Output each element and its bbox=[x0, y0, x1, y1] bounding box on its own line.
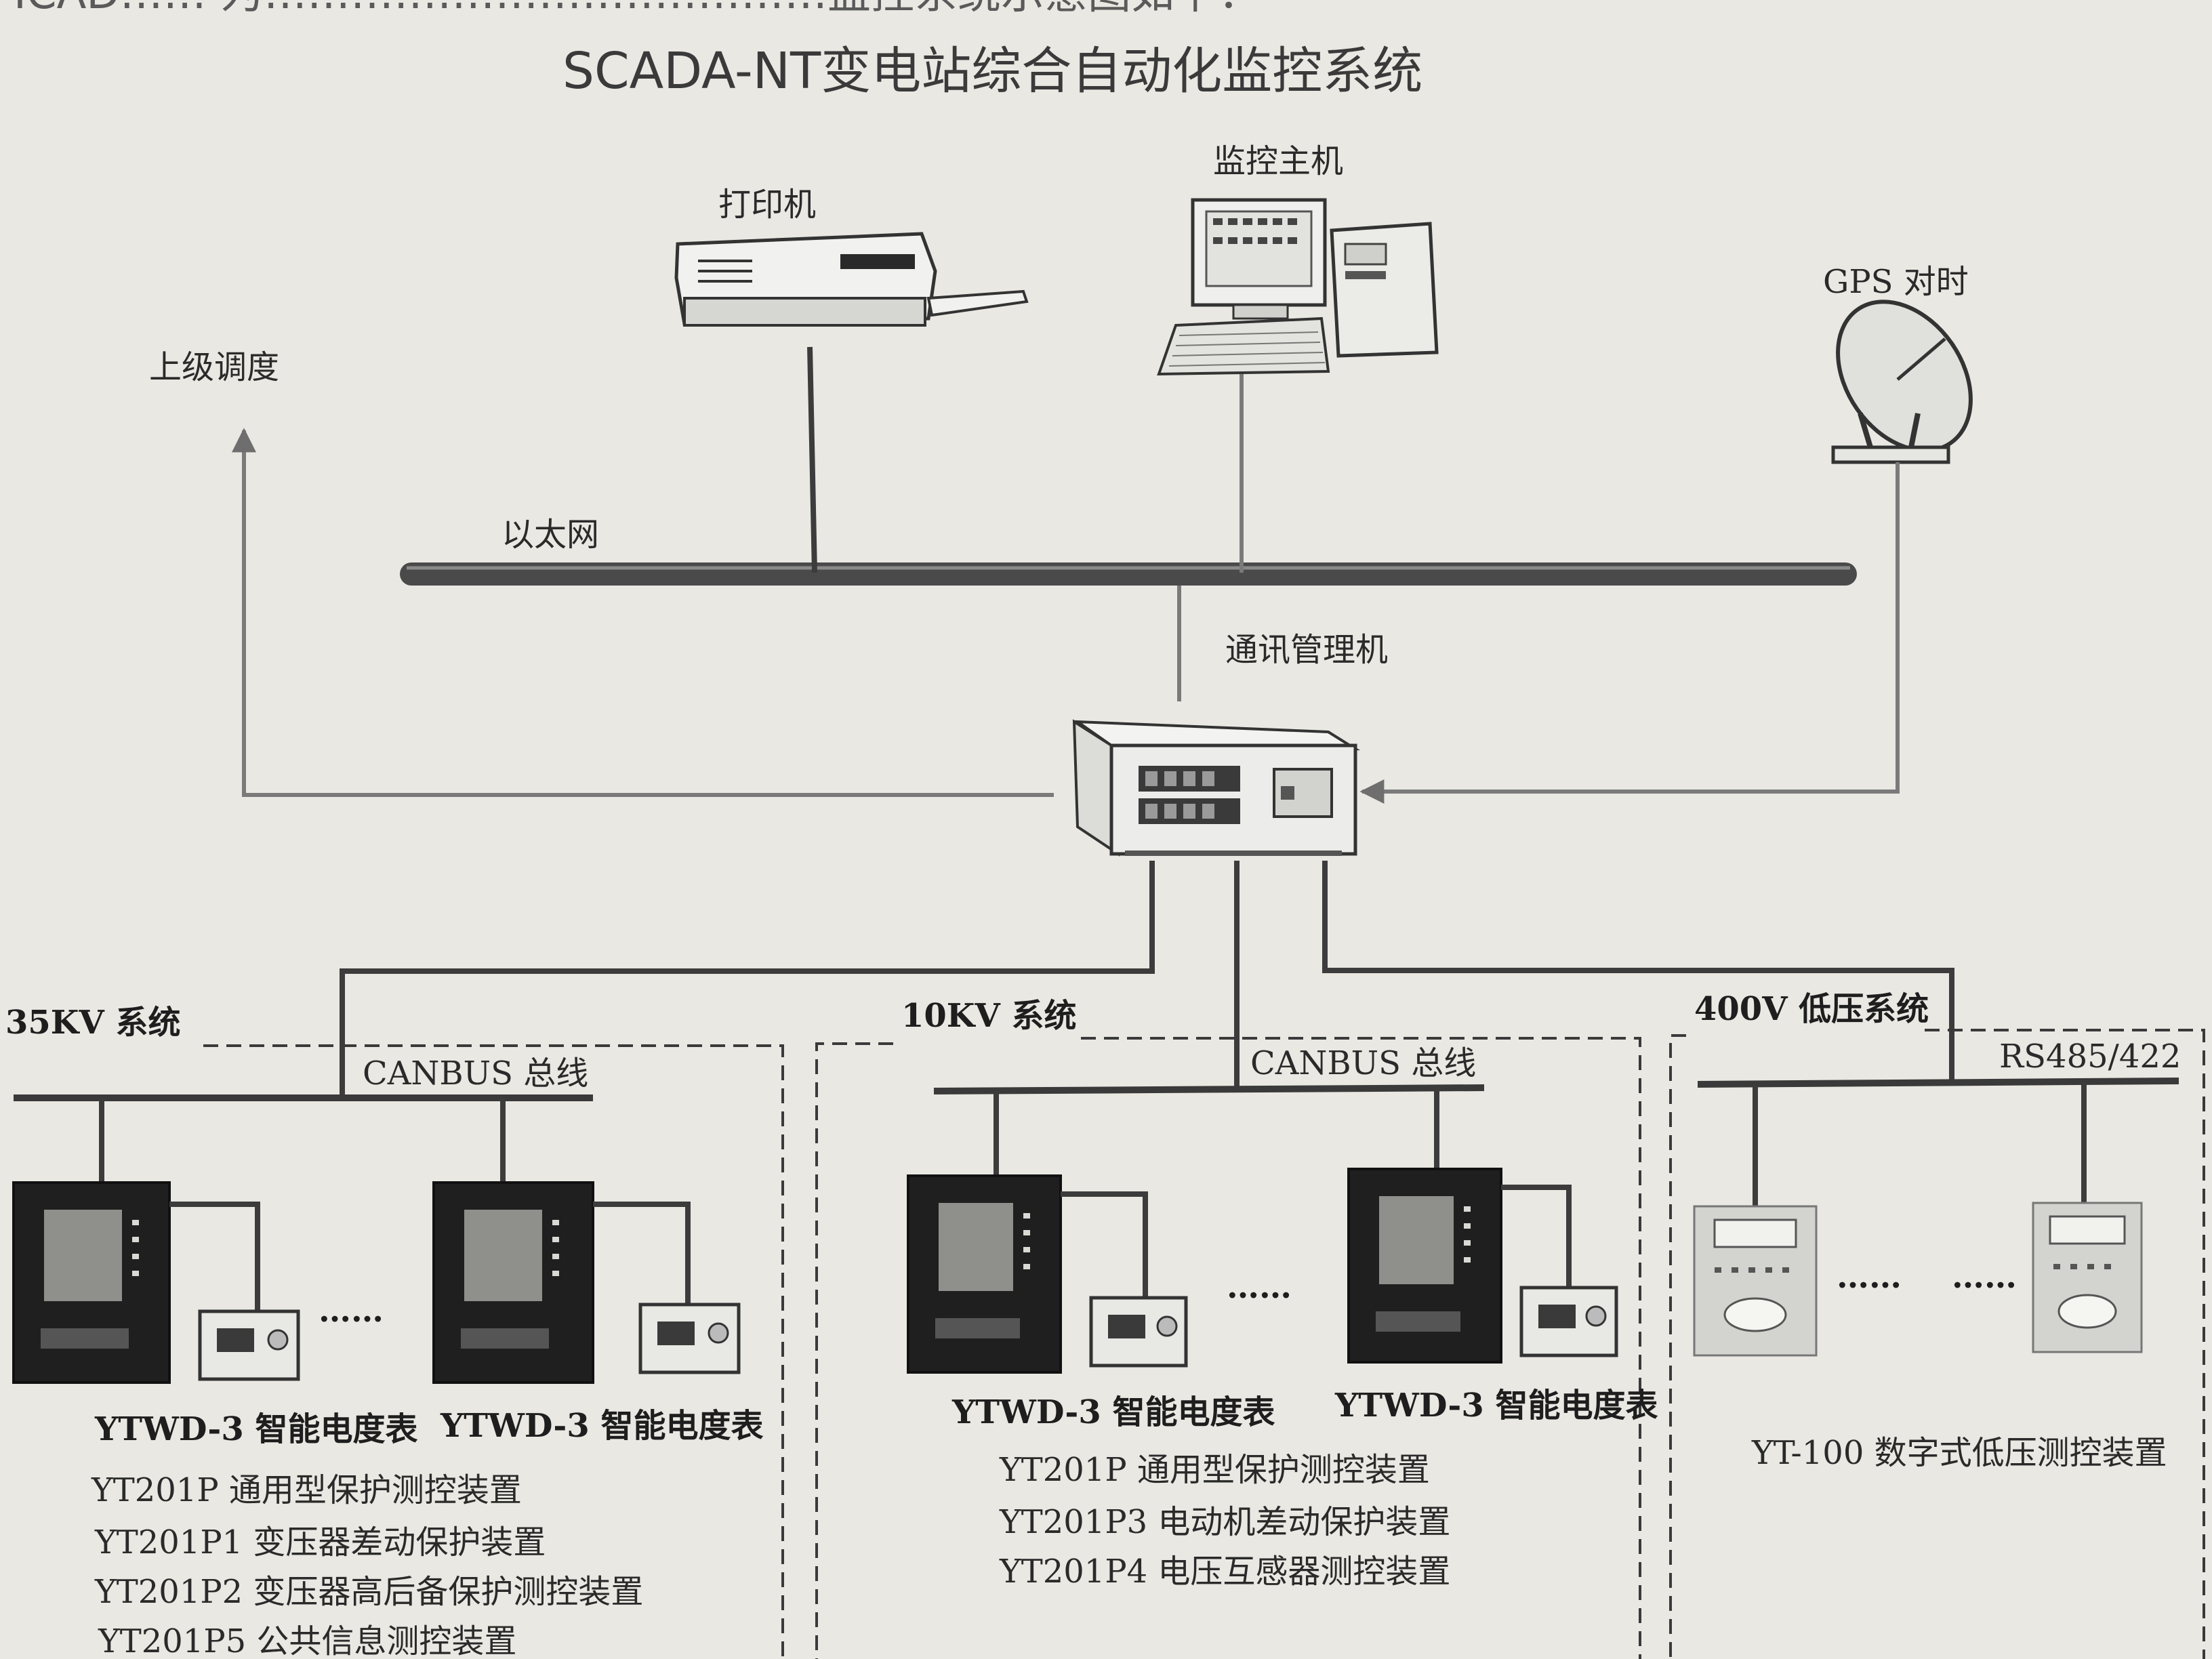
section-10kv: 10KV 系统 CANBUS 总线 …… bbox=[815, 997, 1658, 1659]
host-label: 监控主机 bbox=[1213, 142, 1343, 180]
section-400v-border-left bbox=[1669, 1034, 1686, 1659]
device-10kv-1: YT201P 通用型保护测控装置 bbox=[999, 1451, 1430, 1489]
ellipsis-35kv: …… bbox=[319, 1292, 384, 1330]
device-35kv-3: YT201P2 变压器高后备保护测控装置 bbox=[94, 1573, 643, 1611]
device-35kv-2: YT201P1 变压器差动保护装置 bbox=[94, 1523, 546, 1561]
gps-satellite-dish-icon bbox=[1831, 300, 1973, 464]
device-35kv-1: YT201P 通用型保护测控装置 bbox=[91, 1471, 522, 1509]
protection-unit-10kv-1 bbox=[907, 1174, 1062, 1374]
section-400v: 400V 低压系统 RS485/422 …… …… YT-100 数字式低压测控… bbox=[1669, 990, 2205, 1659]
meter-label-10kv-2: YTWD-3 智能电度表 bbox=[1334, 1387, 1658, 1425]
printer-link bbox=[807, 346, 817, 573]
ethernet-label: 以太网 bbox=[501, 516, 599, 554]
device-35kv-4: YT201P5 公共信息测控装置 bbox=[98, 1622, 516, 1659]
dispatch-arrow bbox=[232, 428, 1054, 797]
top-cut-text: ICAD…… 为…………………………………监控系统示意图如下： bbox=[14, 0, 1261, 19]
lv-unit-400v-1 bbox=[1693, 1205, 1818, 1357]
meter-label-35kv-1: YTWD-3 智能电度表 bbox=[94, 1410, 417, 1448]
link-400v bbox=[1322, 861, 1954, 1084]
section-400v-bus bbox=[1697, 1078, 2179, 1088]
meter-label-35kv-2: YTWD-3 智能电度表 bbox=[440, 1407, 763, 1445]
section-10kv-bus bbox=[933, 1084, 1485, 1094]
link-35kv bbox=[340, 861, 1155, 1101]
meter-35kv-1 bbox=[198, 1309, 300, 1381]
section-400v-bus-label: RS485/422 bbox=[1999, 1038, 2181, 1076]
ellipsis-10kv: …… bbox=[1227, 1268, 1292, 1306]
protection-unit-35kv-2 bbox=[432, 1181, 594, 1384]
host-computer-icon bbox=[1157, 198, 1439, 376]
meter-10kv-1 bbox=[1089, 1296, 1188, 1368]
gps-arrow bbox=[1359, 462, 1900, 804]
section-35kv-border bbox=[203, 1044, 784, 1659]
ellipsis-400v-2: …… bbox=[1952, 1258, 2017, 1296]
section-10kv-title: 10KV 系统 bbox=[901, 997, 1076, 1035]
protection-unit-35kv-1 bbox=[12, 1181, 171, 1384]
device-10kv-2: YT201P3 电动机差动保护装置 bbox=[999, 1503, 1450, 1541]
gps-label: GPS 对时 bbox=[1823, 263, 1969, 301]
section-10kv-border-right bbox=[1081, 1037, 1641, 1659]
section-400v-border-right bbox=[1925, 1029, 2205, 1659]
comm-manager-icon bbox=[1072, 719, 1361, 857]
diagram-title: SCADA-NT变电站综合自动化监控系统 bbox=[562, 42, 1422, 100]
ethernet-bus bbox=[400, 562, 1857, 586]
section-10kv-bus-label: CANBUS 总线 bbox=[1250, 1044, 1476, 1082]
device-10kv-3: YT201P4 电压互感器测控装置 bbox=[999, 1553, 1450, 1591]
printer-label: 打印机 bbox=[718, 186, 816, 224]
section-10kv-border-left bbox=[815, 1042, 893, 1659]
section-35kv-bus-label: CANBUS 总线 bbox=[363, 1054, 588, 1092]
section-35kv-title: 35KV 系统 bbox=[5, 1004, 180, 1042]
device-400v-1: YT-100 数字式低压测控装置 bbox=[1751, 1434, 2167, 1472]
meter-35kv-2 bbox=[638, 1303, 741, 1374]
meter-10kv-2 bbox=[1519, 1286, 1618, 1357]
printer-icon bbox=[674, 232, 1029, 327]
meter-label-10kv-1: YTWD-3 智能电度表 bbox=[951, 1393, 1275, 1431]
ellipsis-400v-1: …… bbox=[1837, 1258, 1902, 1296]
protection-unit-10kv-2 bbox=[1347, 1168, 1502, 1364]
section-35kv: 35KV 系统 CANBUS 总线 …… bbox=[5, 1004, 784, 1659]
dispatch-label: 上级调度 bbox=[149, 348, 279, 386]
lv-unit-400v-2 bbox=[2032, 1202, 2143, 1353]
section-400v-title: 400V 低压系统 bbox=[1694, 990, 1929, 1028]
comm-manager-label: 通讯管理机 bbox=[1225, 631, 1388, 669]
